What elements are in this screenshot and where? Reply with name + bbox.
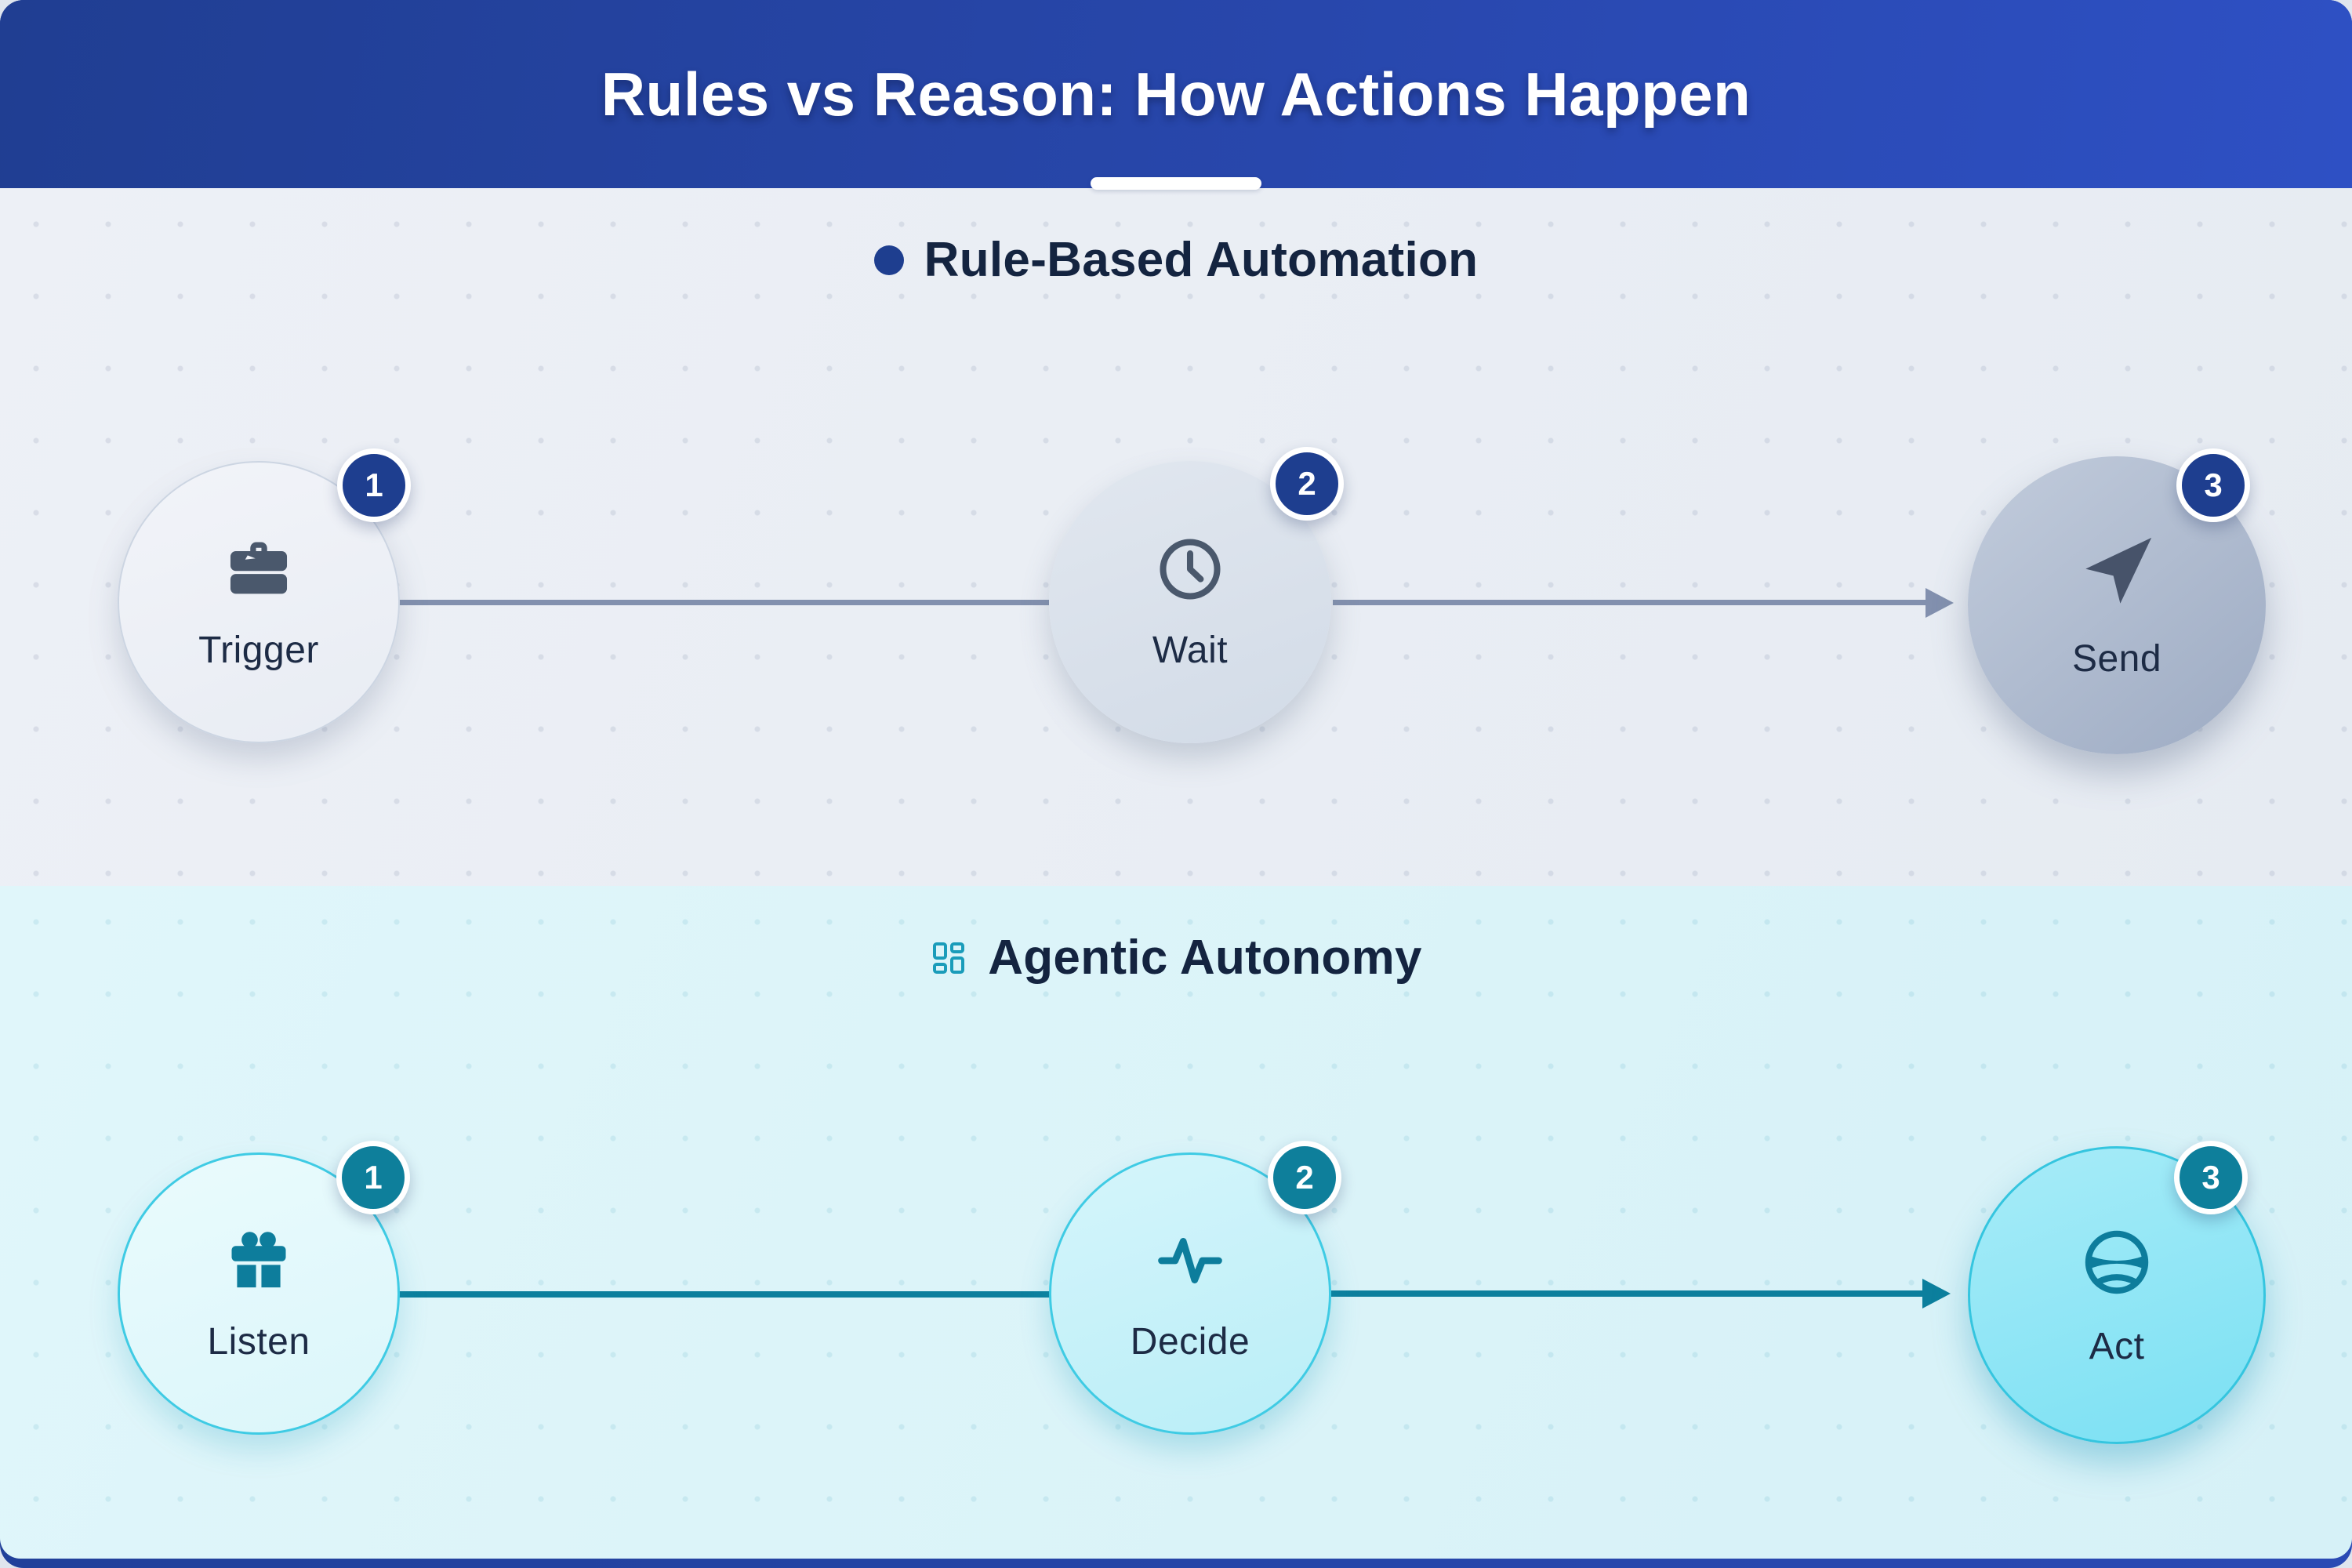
node-label: Listen bbox=[207, 1320, 310, 1363]
connector-line-listen-decide bbox=[397, 1291, 1051, 1298]
step-badge: 2 bbox=[1268, 1141, 1341, 1214]
node-label: Trigger bbox=[198, 629, 319, 671]
briefcase-icon bbox=[230, 542, 288, 593]
header-notch bbox=[1091, 177, 1261, 190]
step-badge: 3 bbox=[2176, 448, 2250, 522]
clock-icon bbox=[1160, 538, 1221, 600]
send-arrow-icon bbox=[2085, 537, 2152, 604]
rule-based-heading-text: Rule-Based Automation bbox=[924, 233, 1479, 287]
arrowhead-icon bbox=[1926, 587, 1954, 618]
node-label: Act bbox=[2089, 1325, 2145, 1367]
filled-circle-icon bbox=[873, 245, 904, 275]
node-wait: Wait 2 bbox=[1049, 447, 1344, 743]
node-trigger: Trigger 1 bbox=[118, 448, 411, 743]
node-label: Decide bbox=[1130, 1320, 1250, 1363]
header-bar: Rules vs Reason: How Actions Happen bbox=[0, 0, 2352, 188]
connector-line-trigger-wait bbox=[398, 600, 1049, 605]
connector-arrow-decide-act bbox=[1331, 1279, 1951, 1308]
step-badge: 1 bbox=[337, 448, 411, 522]
steering-wheel-icon bbox=[2085, 1230, 2149, 1294]
rule-based-heading: Rule-Based Automation bbox=[0, 188, 2352, 288]
step-badge: 3 bbox=[2174, 1141, 2248, 1214]
step-badge: 1 bbox=[336, 1141, 410, 1214]
node-send: Send 3 bbox=[1968, 448, 2266, 754]
gift-icon bbox=[231, 1231, 286, 1287]
node-act: Act 3 bbox=[1968, 1141, 2266, 1444]
node-listen: Listen 1 bbox=[118, 1141, 410, 1435]
agentic-heading-text: Agentic Autonomy bbox=[988, 931, 1422, 985]
page-title: Rules vs Reason: How Actions Happen bbox=[601, 59, 1751, 129]
node-decide: Decide 2 bbox=[1049, 1141, 1341, 1435]
node-label: Wait bbox=[1152, 629, 1229, 671]
step-badge: 2 bbox=[1270, 447, 1344, 521]
layout-grid-icon bbox=[933, 942, 965, 974]
activity-pulse-icon bbox=[1158, 1237, 1222, 1283]
agentic-heading: Agentic Autonomy bbox=[0, 886, 2352, 985]
arrowhead-icon bbox=[1922, 1279, 1951, 1308]
node-label: Send bbox=[2071, 637, 2162, 680]
connector-arrow-wait-send bbox=[1333, 587, 1954, 618]
